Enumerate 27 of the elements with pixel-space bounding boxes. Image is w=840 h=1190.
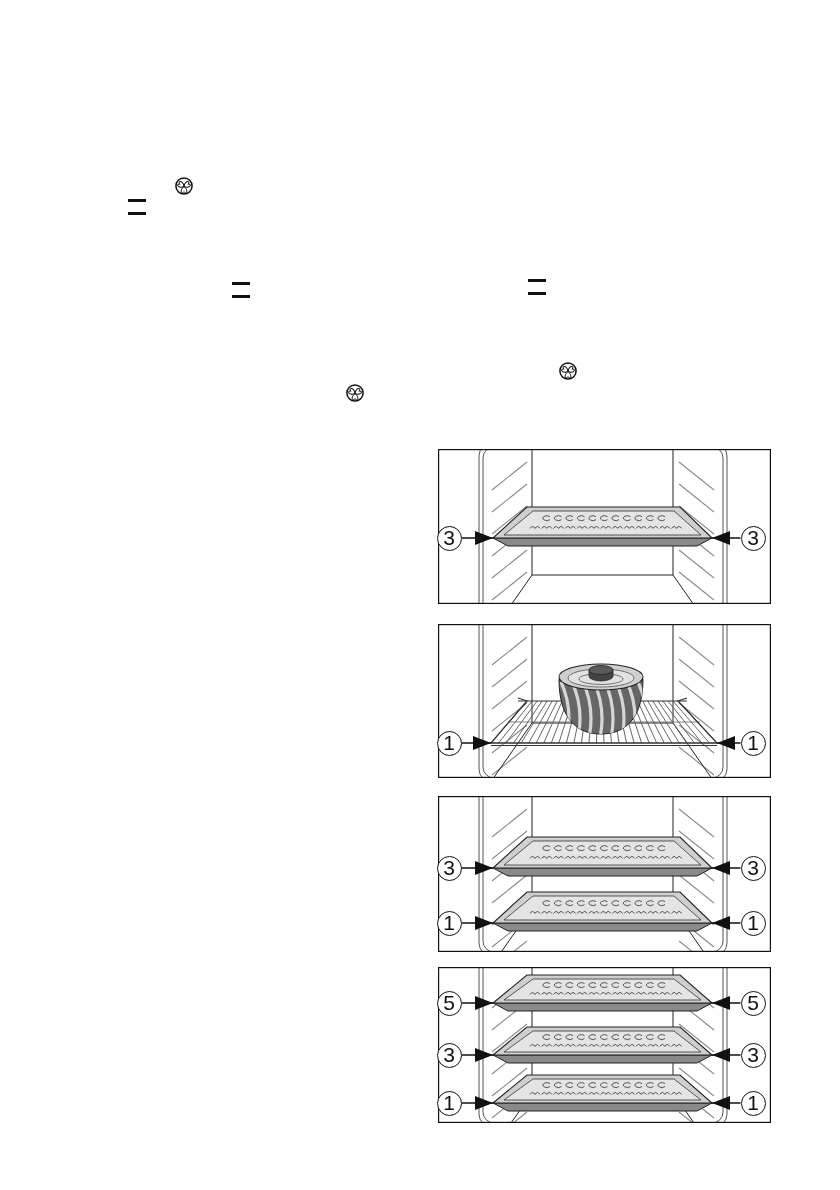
callout-number: 1: [740, 910, 766, 936]
leader-arrow: [711, 916, 742, 930]
leader-arrow: [711, 861, 742, 875]
leader-arrow: [460, 996, 494, 1010]
leader-arrow: [460, 916, 494, 930]
leader-arrow: [460, 736, 492, 750]
callout-number: 5: [740, 990, 766, 1016]
callout-number: 3: [740, 1042, 766, 1068]
callout-number: 1: [436, 1090, 462, 1116]
leader-arrow: [711, 1048, 742, 1062]
callout-number: 1: [740, 730, 766, 756]
leader-arrow: [460, 531, 494, 545]
callout-number: 3: [436, 855, 462, 881]
callout-number: 3: [436, 1042, 462, 1068]
leader-arrow: [460, 861, 494, 875]
leader-arrow: [716, 736, 742, 750]
callout-number: 5: [436, 990, 462, 1016]
leader-arrow: [711, 531, 742, 545]
callout-number: 1: [436, 910, 462, 936]
callout-number: 1: [436, 730, 462, 756]
leader-arrow: [460, 1048, 494, 1062]
leader-arrow: [711, 1096, 742, 1110]
callout-number: 3: [740, 525, 766, 551]
callout-number: 1: [740, 1090, 766, 1116]
leader-arrow: [711, 996, 742, 1010]
callout-number: 3: [436, 525, 462, 551]
callout-number: 3: [740, 855, 766, 881]
